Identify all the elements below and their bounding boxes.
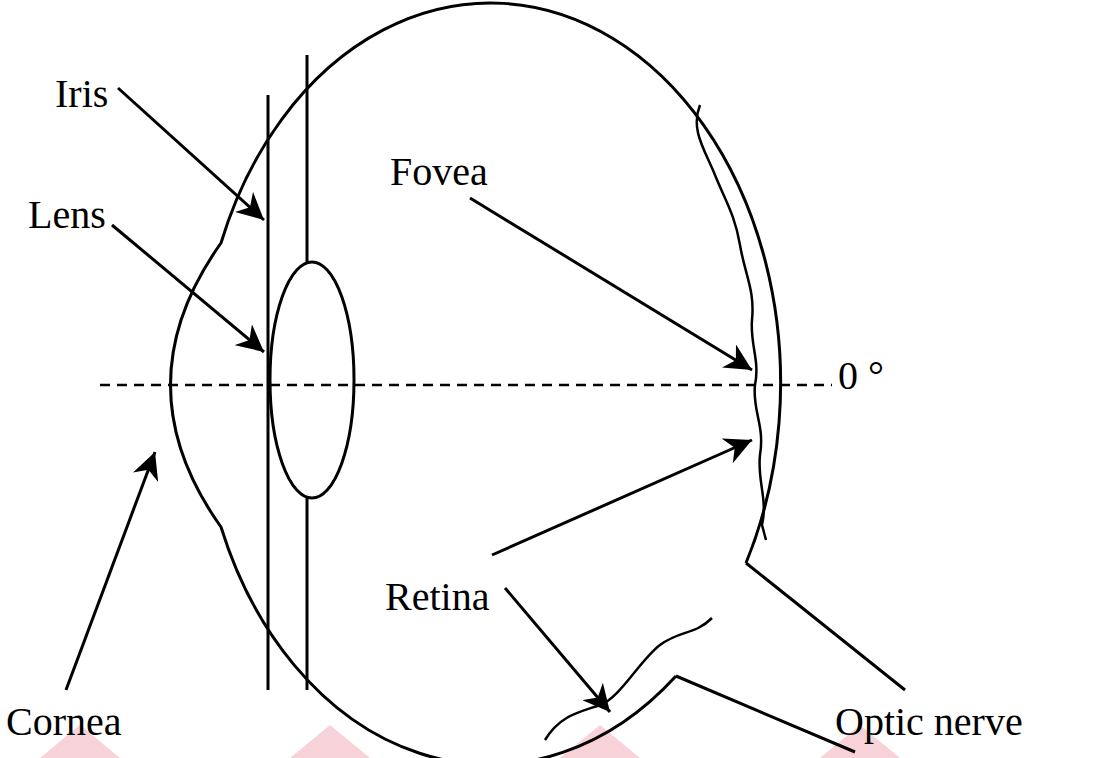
part-label: Optic nerve xyxy=(835,702,1023,742)
retina xyxy=(697,105,766,540)
iris xyxy=(306,496,309,690)
leader-arrow xyxy=(118,88,264,220)
part-label: 0 ° xyxy=(838,356,884,396)
optic-nerve xyxy=(746,563,905,690)
part-label: Iris xyxy=(55,74,108,114)
part-label: Fovea xyxy=(390,152,488,192)
leader-arrow xyxy=(505,588,610,712)
leader-arrow xyxy=(492,440,752,555)
optical-axis xyxy=(100,384,832,387)
part-label: Lens xyxy=(28,195,106,235)
watermark xyxy=(40,725,900,758)
part-label: Retina xyxy=(385,577,489,617)
leader-arrow xyxy=(66,452,155,690)
leader-arrow xyxy=(112,225,264,352)
iris xyxy=(306,55,309,264)
part-label: Cornea xyxy=(6,702,122,742)
retina xyxy=(545,618,712,740)
eyeball-outline xyxy=(171,3,781,758)
optic-nerve xyxy=(676,676,855,752)
lens xyxy=(270,262,354,498)
leader-arrow xyxy=(470,198,752,370)
